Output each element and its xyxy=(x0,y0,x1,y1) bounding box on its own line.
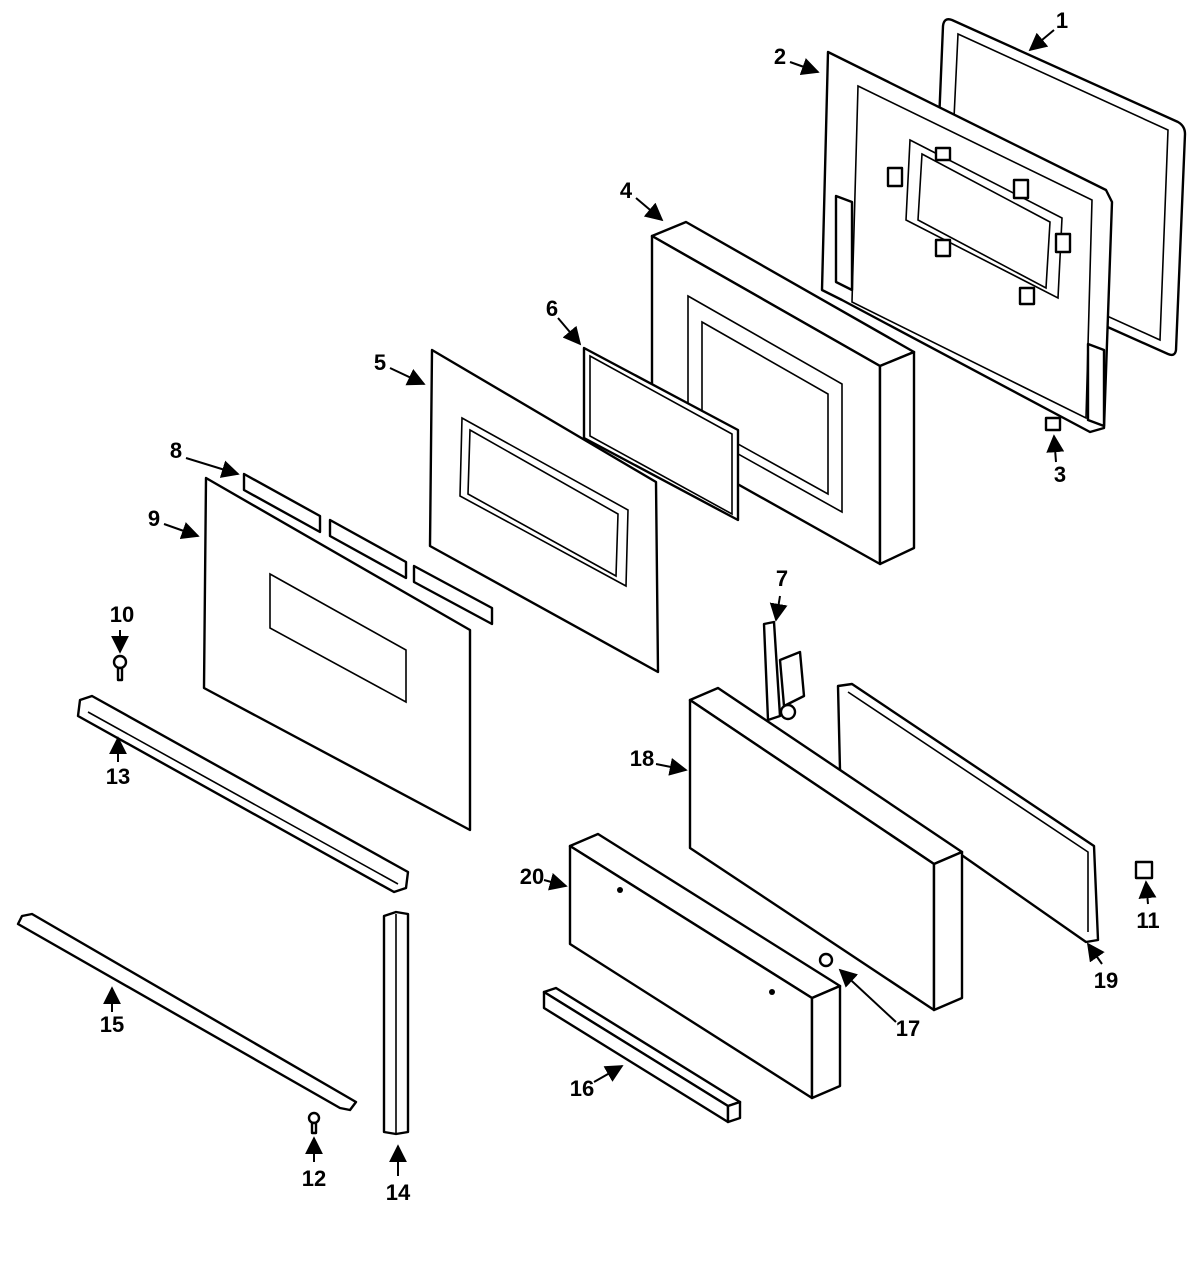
part-8-insulation-strips xyxy=(242,472,494,626)
callout-9: 9 xyxy=(148,506,160,531)
callout-17: 17 xyxy=(896,1016,920,1041)
callout-6: 6 xyxy=(546,296,558,321)
part-20-control-panel xyxy=(568,832,842,1100)
part-7-hinge xyxy=(762,620,806,722)
part-13-door-handle xyxy=(76,694,410,894)
callout-3: 3 xyxy=(1054,462,1066,487)
part-6-glass-panel xyxy=(582,346,740,522)
callout-15: 15 xyxy=(100,1012,124,1037)
part-16-lower-bar xyxy=(542,986,742,1124)
callout-labels: 1 2 3 4 5 6 7 8 9 10 11 12 13 14 15 16 1… xyxy=(100,8,1160,1205)
part-17-screw xyxy=(818,952,834,968)
part-15-trim-bar xyxy=(16,912,358,1112)
part-18-insulation-block xyxy=(688,686,964,1012)
callout-19: 19 xyxy=(1094,968,1118,993)
callout-20: 20 xyxy=(520,864,544,889)
callout-1: 1 xyxy=(1056,8,1068,33)
part-10-screw xyxy=(112,654,128,682)
callout-16: 16 xyxy=(570,1076,594,1101)
callout-11: 11 xyxy=(1136,908,1159,933)
callout-8: 8 xyxy=(170,438,182,463)
callout-7: 7 xyxy=(776,566,788,591)
part-11-clip xyxy=(1134,860,1154,880)
callout-2: 2 xyxy=(774,44,786,69)
leader-arrows xyxy=(103,29,1157,1176)
callout-5: 5 xyxy=(374,350,386,375)
callout-13: 13 xyxy=(106,764,130,789)
part-9-outer-glass xyxy=(202,476,472,832)
callout-10: 10 xyxy=(110,602,134,627)
part-14-side-trim xyxy=(382,910,410,1136)
callout-18: 18 xyxy=(630,746,654,771)
callout-14: 14 xyxy=(386,1180,411,1205)
part-2-inner-door-panel xyxy=(820,50,1114,434)
part-3-clip xyxy=(1044,416,1062,432)
part-4-door-frame xyxy=(650,220,916,566)
callout-4: 4 xyxy=(620,178,633,203)
part-12-screw xyxy=(307,1111,321,1135)
part-5-window-frame xyxy=(428,348,660,674)
callout-12: 12 xyxy=(302,1166,326,1191)
